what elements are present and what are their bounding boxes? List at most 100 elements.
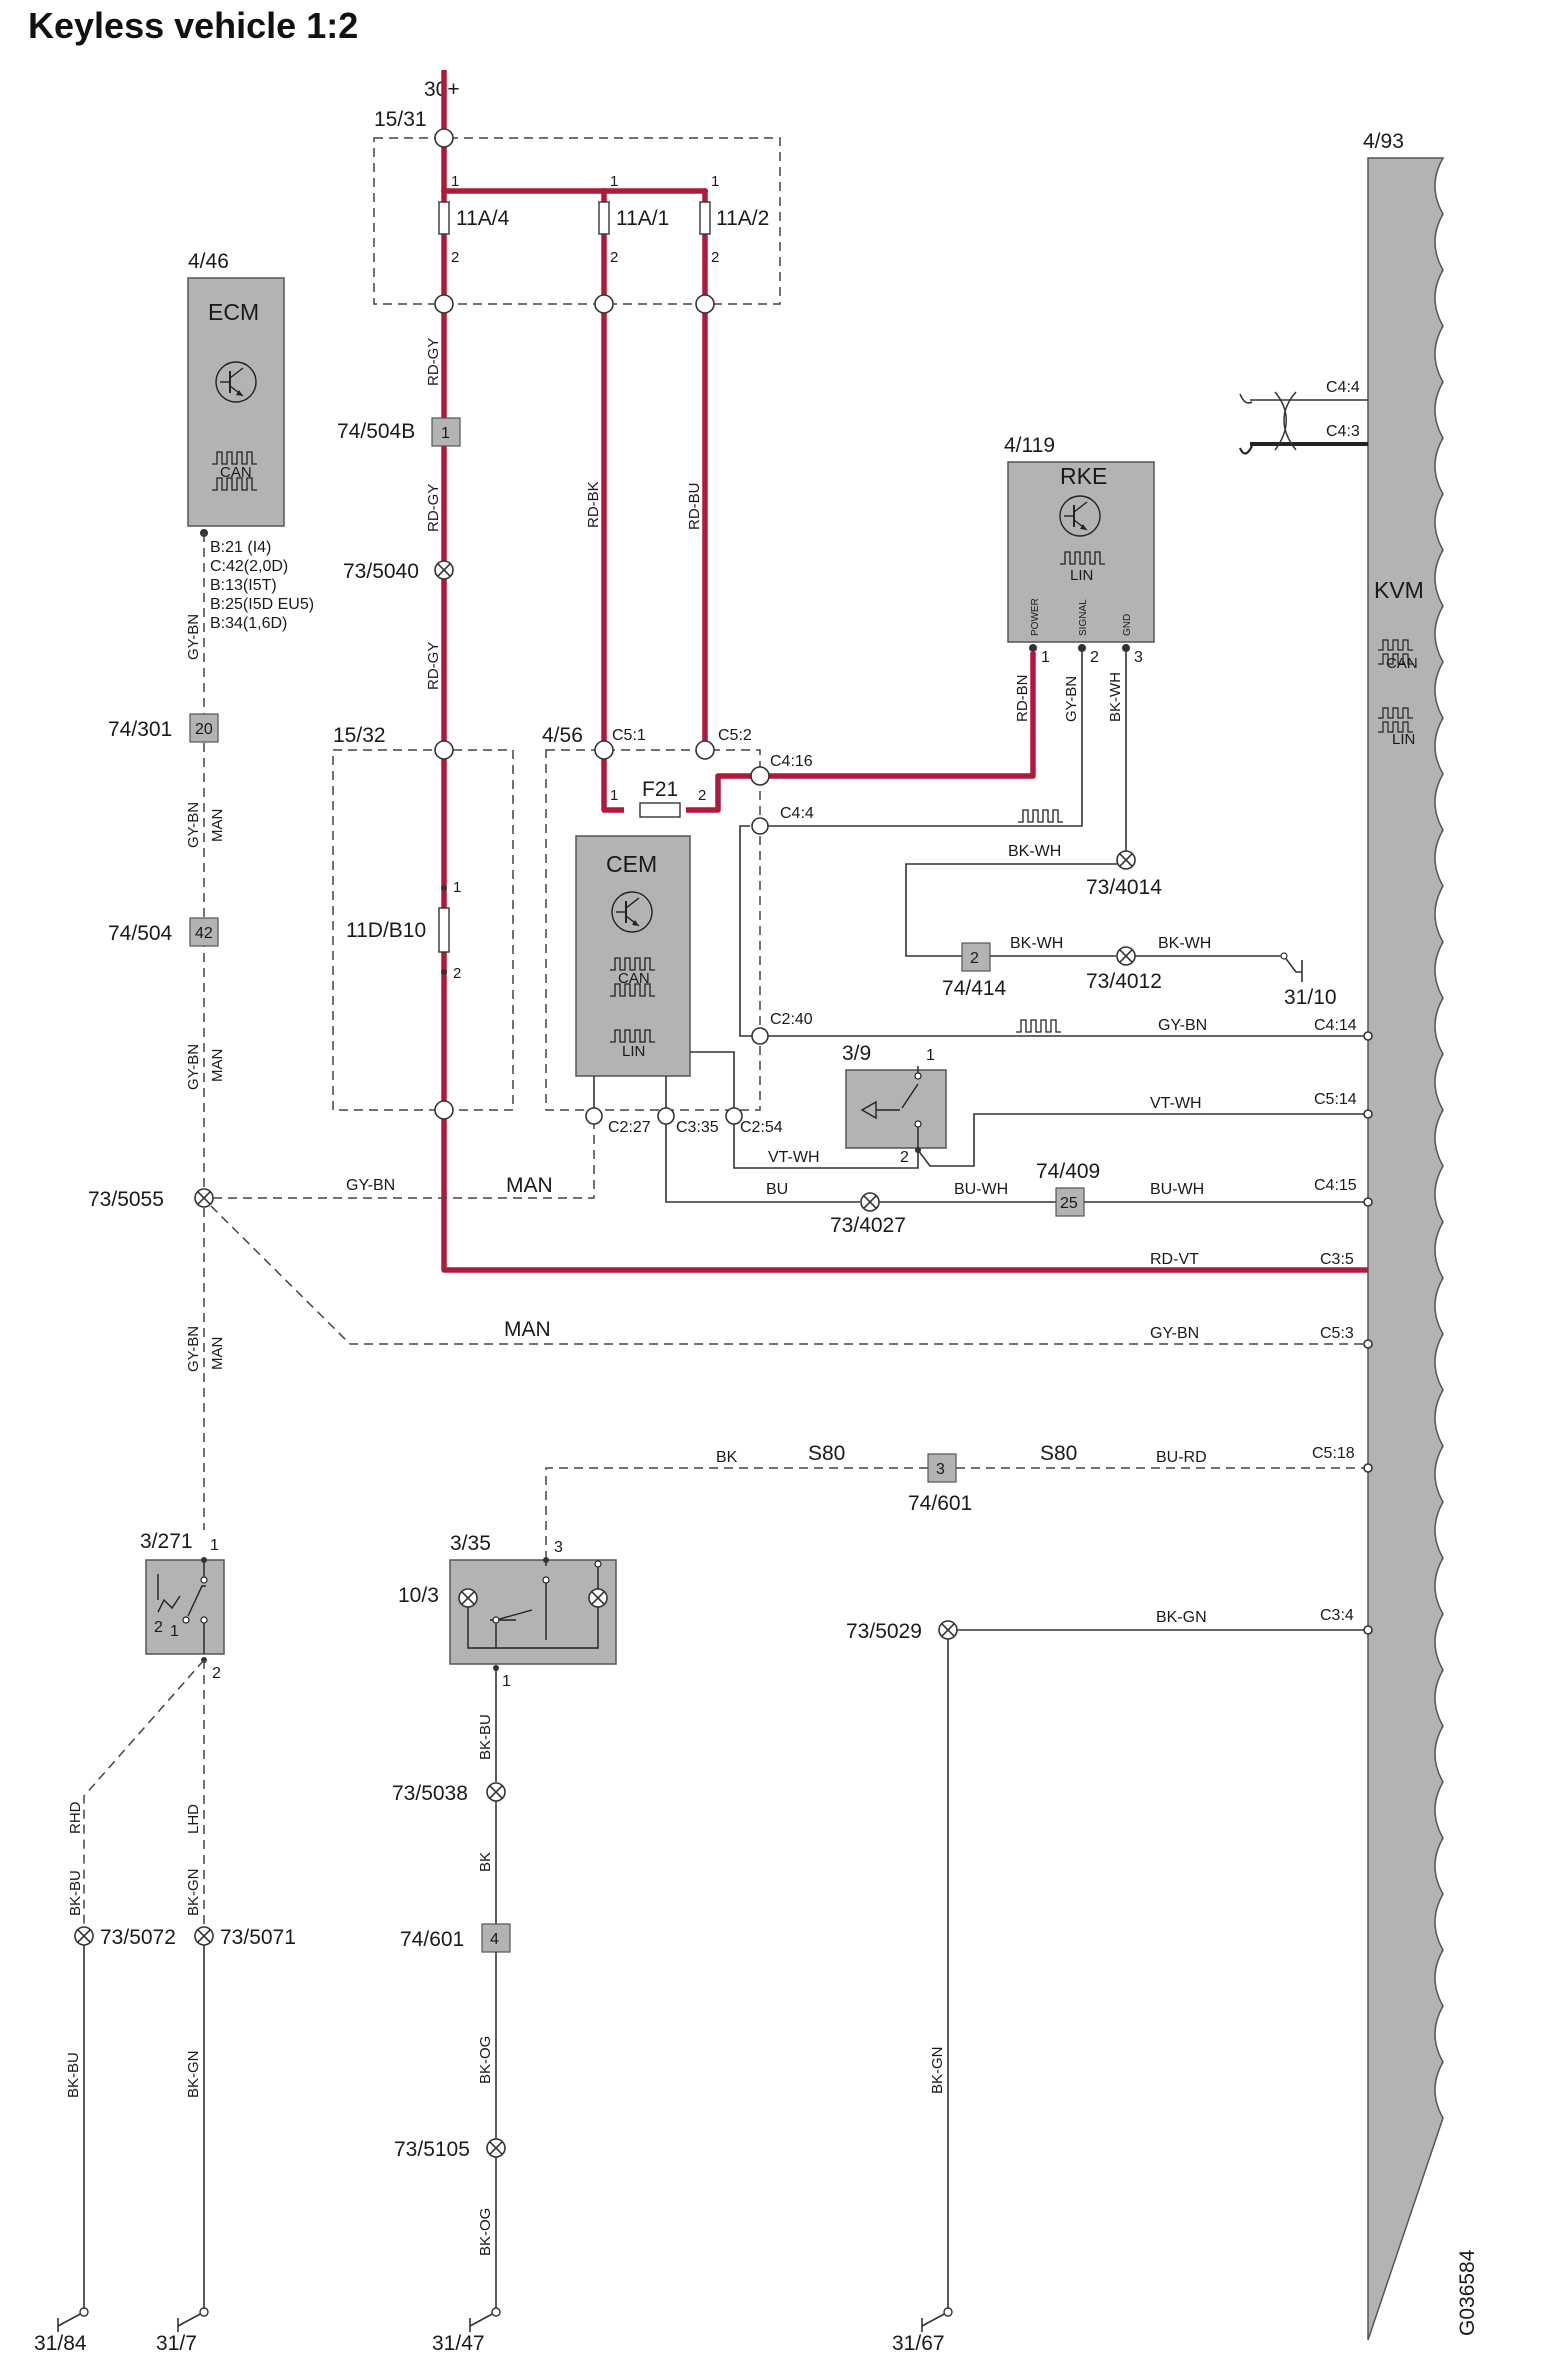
splice-74-504b-label: 74/504B <box>337 420 415 443</box>
cem-c2-27-label: C2:27 <box>608 1119 651 1136</box>
kvm-c3-5-label: C3:5 <box>1320 1251 1354 1268</box>
kvm-c4-4-label: C4:4 <box>1326 379 1360 396</box>
fuse-11a1-label: 11A/1 <box>616 207 669 230</box>
cem-module: CEM CAN LIN <box>575 835 691 1077</box>
ecm-ref: 4/46 <box>188 250 229 273</box>
wire-gy-bn-3: GY-BN <box>185 1044 202 1090</box>
wire-gy-bn-rke: GY-BN <box>1063 676 1080 722</box>
splice-73-5105-label: 73/5105 <box>394 2138 470 2161</box>
ecm-module: 4/46 ECM CAN <box>187 250 285 527</box>
splice-73-5040 <box>434 560 454 580</box>
kvm-c5-18-label: C5:18 <box>1312 1445 1355 1462</box>
wire-bu-wh-2: BU-WH <box>1150 1181 1204 1198</box>
wire-bk-s80: BK <box>716 1449 738 1466</box>
splice-73-5040-label: 73/5040 <box>343 560 419 583</box>
fuse-11d-b10-label: 11D/B10 <box>346 919 426 942</box>
ground-31-7-icon <box>177 2307 209 2333</box>
fuse-11a4-pin1: 1 <box>451 173 459 190</box>
power-nodes <box>434 128 770 1120</box>
ground-31-67-label: 31/67 <box>892 2332 945 2355</box>
fuse-box-15-32-ref: 15/32 <box>333 724 386 747</box>
splice-74-414 <box>961 942 991 972</box>
wire-bk-3-35: BK <box>477 1852 494 1872</box>
wire-bk-og-1: BK-OG <box>477 2036 494 2084</box>
splice-74-301-label: 74/301 <box>108 718 172 741</box>
splice-74-504b-pin: 1 <box>441 425 450 442</box>
wire-bk-bu-3-35: BK-BU <box>477 1714 494 1760</box>
cem-c4-16-label: C4:16 <box>770 753 813 770</box>
kvm-name: KVM <box>1374 577 1424 603</box>
s80-label-1: S80 <box>808 1442 845 1465</box>
splice-74-601-a-label: 74/601 <box>908 1492 972 1515</box>
fuse-11a2-label: 11A/2 <box>716 207 769 230</box>
man-label-1: MAN <box>209 809 226 842</box>
cem-c3-35-label: C3:35 <box>676 1119 719 1136</box>
ground-31-84-icon <box>57 2307 89 2333</box>
diagram-title: Keyless vehicle 1:2 <box>28 5 358 46</box>
wire-bk-wh-2: BK-WH <box>1010 935 1063 952</box>
splice-73-5055 <box>194 1188 214 1208</box>
splice-73-5055-label: 73/5055 <box>88 1188 164 1211</box>
splice-73-5029 <box>938 1620 958 1640</box>
splice-74-504b <box>431 417 461 447</box>
wire-gy-bn-6: GY-BN <box>1150 1325 1199 1342</box>
splice-73-4027-label: 73/4027 <box>830 1214 906 1237</box>
fuse-f21-label: F21 <box>642 778 678 801</box>
wire-bk-gn-5029: BK-GN <box>929 2046 946 2094</box>
ecm-pin-2: B:13(I5T) <box>210 577 277 594</box>
rke-name: RKE <box>1060 463 1107 489</box>
wire-bu-wh-1: BU-WH <box>954 1181 1008 1198</box>
ground-31-84-label: 31/84 <box>34 2332 87 2355</box>
splice-73-5071 <box>194 1926 214 1946</box>
wire-bu: BU <box>766 1181 788 1198</box>
splice-73-5072 <box>74 1926 94 1946</box>
wire-rd-bu: RD-BU <box>686 483 703 531</box>
switch-3-9-pin1: 1 <box>926 1047 935 1064</box>
figure-id: G036584 <box>1456 2249 1479 2336</box>
splice-74-504 <box>189 917 219 947</box>
ecm-can-label: CAN <box>220 464 252 481</box>
splice-73-4014 <box>1116 850 1136 870</box>
splice-73-4012 <box>1116 946 1136 966</box>
man-label-3: MAN <box>209 1337 226 1370</box>
rke-pin2: 2 <box>1090 649 1099 666</box>
man-label-2: MAN <box>209 1049 226 1082</box>
switch-3-271-pin1: 1 <box>210 1537 219 1554</box>
man-label-5: MAN <box>504 1318 551 1341</box>
rke-lin-label: LIN <box>1070 567 1093 584</box>
splice-74-414-pin: 2 <box>970 950 979 967</box>
wire-bk-gn-5071: BK-GN <box>185 2050 202 2098</box>
splice-74-301-pin: 20 <box>195 721 213 738</box>
lhd-label: LHD <box>185 1804 202 1834</box>
wire-vt-wh-2: VT-WH <box>1150 1095 1202 1112</box>
switch-3-35-ref: 3/35 <box>450 1532 491 1555</box>
cem-lin-label: LIN <box>622 1043 645 1060</box>
wire-rd-vt: RD-VT <box>1150 1251 1199 1268</box>
man-label-4: MAN <box>506 1174 553 1197</box>
fuse-11a1-pin1: 1 <box>610 173 618 190</box>
wire-bk-gn-kvm: BK-GN <box>1156 1609 1207 1626</box>
cem-c5-1-label: C5:1 <box>612 727 646 744</box>
cem-name: CEM <box>606 851 657 877</box>
ground-31-67-icon <box>921 2307 953 2333</box>
switch-3-271-ref: 3/271 <box>140 1530 193 1553</box>
cem-c5-2-label: C5:2 <box>718 727 752 744</box>
fuse-11d-pin2: 2 <box>453 965 461 982</box>
kvm-c3-4-label: C3:4 <box>1320 1607 1354 1624</box>
splice-73-4012-label: 73/4012 <box>1086 970 1162 993</box>
fuse-f21-pin2: 2 <box>698 787 706 804</box>
wire-bk-bu-5072: BK-BU <box>65 2052 82 2098</box>
wire-vt-wh-1: VT-WH <box>768 1149 820 1166</box>
kvm-c4-14-label: C4:14 <box>1314 1017 1357 1034</box>
splice-74-301 <box>189 713 219 743</box>
rke-module: 4/119 RKE LIN POWER SIGNAL GND <box>1004 434 1155 643</box>
fuse-f21 <box>639 802 681 818</box>
lamp-10-3-label: 10/3 <box>398 1584 439 1607</box>
wire-bk-gn-lhd: BK-GN <box>185 1868 202 1916</box>
ecm-pin-3: B:25(I5D EU5) <box>210 596 314 613</box>
rke-signal-pin: SIGNAL <box>1078 599 1089 636</box>
fuse-11d-b10 <box>438 907 450 953</box>
splice-74-409-label: 74/409 <box>1036 1160 1100 1183</box>
fuse-11a4-label: 11A/4 <box>456 207 510 230</box>
ground-31-47-icon <box>469 2307 501 2333</box>
